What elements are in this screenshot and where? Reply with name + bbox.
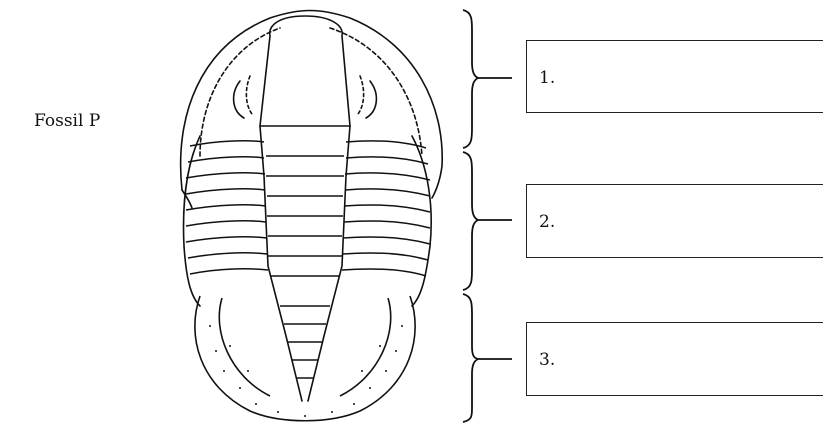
label-box-2[interactable]: 2. — [526, 184, 823, 258]
label-box-number: 3. — [539, 350, 555, 370]
trilobite-fossil-image — [160, 6, 450, 426]
label-box-number: 2. — [539, 212, 555, 232]
label-box-1[interactable]: 1. — [526, 40, 823, 113]
section-brackets — [450, 0, 530, 428]
label-box-3[interactable]: 3. — [526, 322, 823, 396]
label-box-number: 1. — [539, 68, 555, 88]
fossil-label: Fossil P — [34, 111, 100, 131]
